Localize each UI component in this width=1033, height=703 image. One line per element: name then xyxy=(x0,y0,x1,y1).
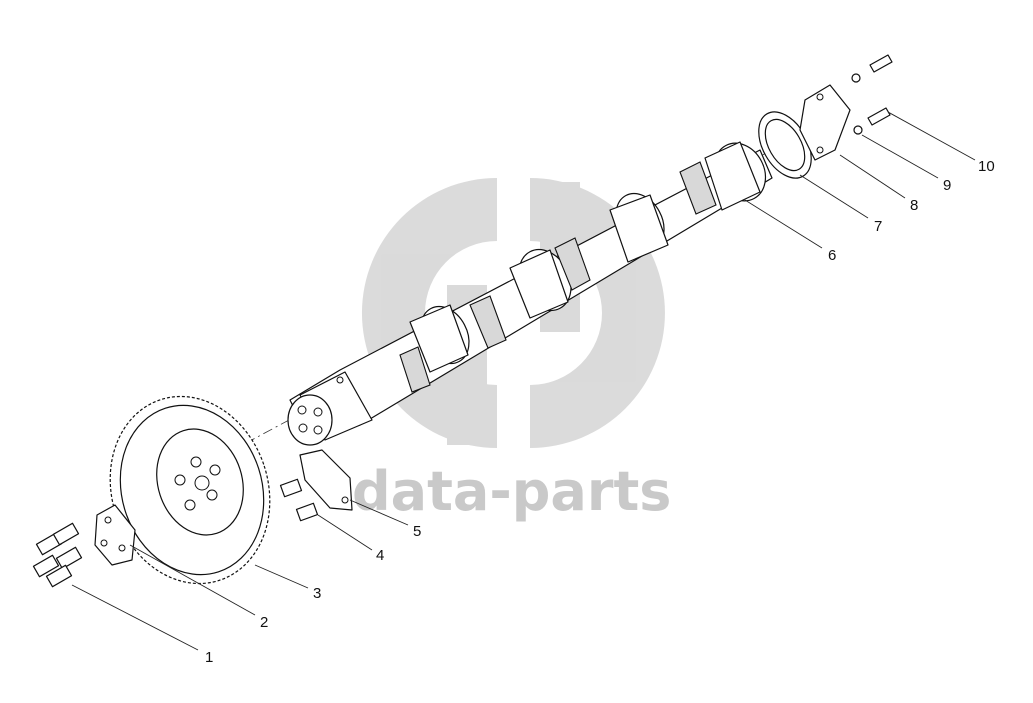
leader-1 xyxy=(71,584,199,651)
callout-2: 2 xyxy=(260,614,268,631)
leader-10 xyxy=(887,111,976,161)
leader-8 xyxy=(839,154,906,199)
thrust-plate xyxy=(94,504,136,566)
leader-5 xyxy=(349,499,409,526)
leader-3 xyxy=(254,564,309,589)
watermark-text: data-parts xyxy=(352,460,671,523)
gear-bolts xyxy=(32,522,83,588)
end-cover xyxy=(799,84,851,161)
cover-gasket xyxy=(758,111,812,179)
leader-6 xyxy=(744,199,823,249)
retaining-bolts xyxy=(279,478,319,522)
callout-3: 3 xyxy=(313,585,321,602)
callout-10: 10 xyxy=(978,158,995,175)
leader-9 xyxy=(861,134,939,179)
callout-6: 6 xyxy=(828,247,836,264)
leader-7 xyxy=(799,174,869,219)
callout-5: 5 xyxy=(413,523,421,540)
callout-1: 1 xyxy=(205,649,213,666)
leader-2 xyxy=(129,544,256,616)
camshaft-gear xyxy=(109,395,271,585)
washers xyxy=(851,73,863,135)
callout-8: 8 xyxy=(910,197,918,214)
callout-4: 4 xyxy=(376,547,384,564)
callout-7: 7 xyxy=(874,218,882,235)
retaining-plate xyxy=(299,449,353,511)
leader-4 xyxy=(317,514,373,551)
camshaft xyxy=(287,141,773,446)
callout-9: 9 xyxy=(943,177,951,194)
cover-bolts xyxy=(867,54,893,126)
